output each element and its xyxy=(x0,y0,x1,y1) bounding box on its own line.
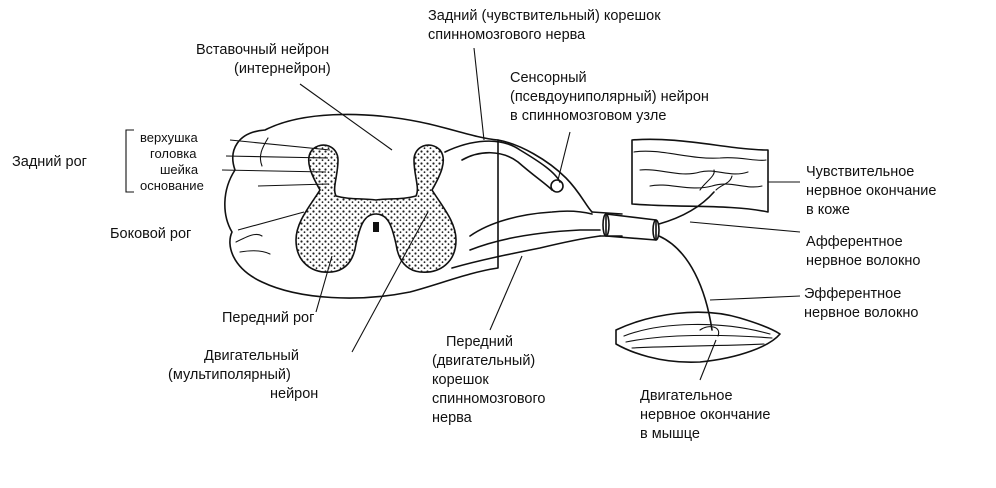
label-line: шейка xyxy=(160,162,199,177)
label-line: Задний (чувствительный) корешок xyxy=(428,8,661,24)
label-line: нервное окончание xyxy=(806,183,936,199)
label-line: нервное волокно xyxy=(806,253,920,269)
label-lateral-horn: Боковой рог xyxy=(110,226,191,242)
label-anterior-root: Передний (двигательный) корешок спинномо… xyxy=(432,334,545,426)
label-line: в коже xyxy=(806,202,850,218)
label-line: спинномозгового xyxy=(432,391,545,407)
label-line: спинномозгового нерва xyxy=(428,27,586,43)
label-line: Двигательный xyxy=(204,348,299,364)
label-efferent-fiber: Эфферентное нервное волокно xyxy=(804,286,918,321)
label-dorsal-horn-parts: верхушка головка шейка основание xyxy=(140,130,204,193)
label-line: головка xyxy=(150,146,197,161)
leader-lines xyxy=(125,47,801,381)
label-line: нерва xyxy=(432,410,473,426)
grey-matter xyxy=(295,144,457,273)
label-line: основание xyxy=(140,178,204,193)
label-line: Эфферентное xyxy=(804,286,901,302)
muscle-block xyxy=(615,311,781,363)
label-motor-neuron: Двигательный (мультиполярный) нейрон xyxy=(168,348,318,402)
label-dorsal-horn: Задний рог xyxy=(12,154,87,170)
label-line: нейрон xyxy=(270,386,318,402)
posterior-root xyxy=(444,139,601,251)
spinal-nerve xyxy=(591,191,715,331)
spinal-cord-outline xyxy=(224,113,499,299)
label-line: Сенсорный xyxy=(510,70,587,86)
skin-block xyxy=(631,138,769,213)
label-sensory-neuron: Сенсорный (псевдоуниполярный) нейрон в с… xyxy=(510,70,709,124)
label-line: (мультиполярный) xyxy=(168,367,291,383)
label-line: корешок xyxy=(432,372,489,388)
label-line: в мышце xyxy=(640,426,700,442)
label-interneuron: Вставочный нейрон (интернейрон) xyxy=(196,42,331,77)
label-line: Двигательное xyxy=(640,388,733,404)
label-line: (интернейрон) xyxy=(234,61,331,77)
label-muscle-ending: Двигательное нервное окончание в мышце xyxy=(640,388,770,442)
label-posterior-root: Задний (чувствительный) корешок спинномо… xyxy=(428,8,661,43)
label-line: в спинномозговом узле xyxy=(510,108,666,124)
label-anterior-horn: Передний рог xyxy=(222,310,314,326)
label-line: Чувствительное xyxy=(806,164,914,180)
label-skin-ending: Чувствительное нервное окончание в коже xyxy=(806,164,936,218)
label-line: нервное волокно xyxy=(804,305,918,321)
anterior-root xyxy=(451,235,601,269)
label-line: нервное окончание xyxy=(640,407,770,423)
label-line: Вставочный нейрон xyxy=(196,42,329,58)
label-line: (псевдоуниполярный) нейрон xyxy=(510,89,709,105)
label-line: верхушка xyxy=(140,130,198,145)
label-afferent-fiber: Афферентное нервное волокно xyxy=(806,234,920,269)
label-line: Афферентное xyxy=(806,234,903,250)
label-line: (двигательный) xyxy=(432,353,535,369)
label-line: Передний xyxy=(446,334,513,350)
